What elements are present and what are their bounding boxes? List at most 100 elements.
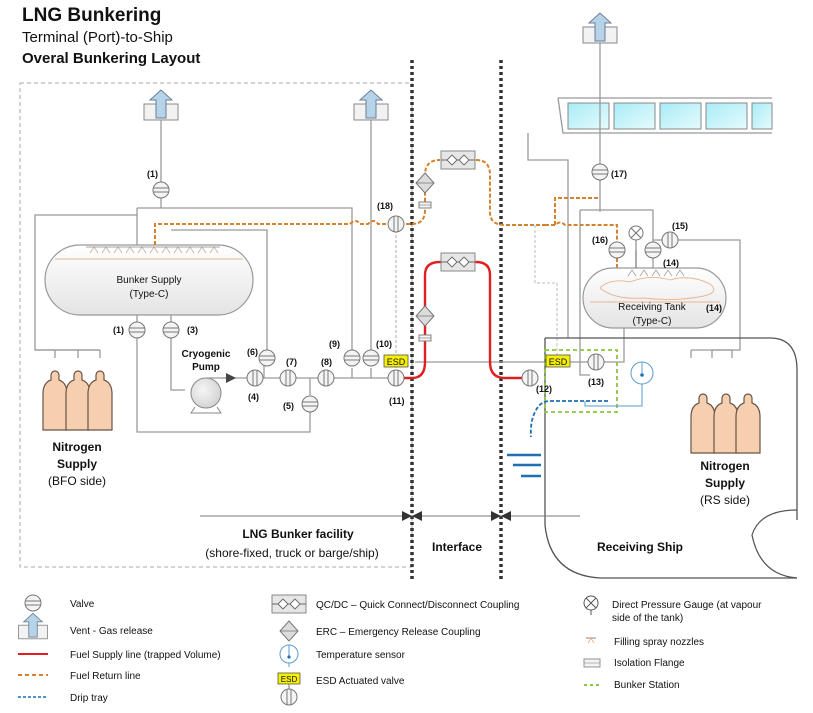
tag-4: (4) <box>248 392 259 402</box>
cryogenic-pump <box>190 373 236 414</box>
legend-label: ESD Actuated valve <box>316 676 405 687</box>
bunker-station-boundary <box>544 349 618 413</box>
nitrogen-rs-label: Nitrogen <box>700 459 749 473</box>
temperature-sensor-icon <box>279 644 299 667</box>
zone-facility-label: LNG Bunker facility <box>242 527 354 541</box>
erc-icon <box>415 172 435 194</box>
ship-bridge <box>557 97 773 134</box>
tag-11: (11) <box>389 396 405 406</box>
pressure-gauge-icon <box>583 595 599 615</box>
qcdc-coupling-icon <box>440 150 476 170</box>
tag-1-vent: (1) <box>147 169 158 179</box>
nitrogen-bfo-label-2: Supply <box>57 457 97 471</box>
legend: Valve Vent - Gas release Fuel Supply lin… <box>18 594 762 706</box>
legend-label: Bunker Station <box>614 680 680 691</box>
valve-1-vent <box>152 181 170 199</box>
valve-17 <box>591 163 609 181</box>
tag-12: (12) <box>536 384 552 394</box>
isolation-flange-icon <box>418 334 432 342</box>
facility-boundary <box>19 82 413 568</box>
legend-label: QC/DC – Quick Connect/Disconnect Couplin… <box>316 600 519 611</box>
diagram-title: LNG Bunkering <box>22 5 162 26</box>
legend-label: side of the tank) <box>612 613 683 624</box>
receiving-tank-tag: (14) <box>706 303 722 313</box>
temperature-sensor-icon <box>584 361 654 407</box>
drip-tray-overboard <box>507 453 541 478</box>
pump-label-2: Pump <box>192 362 220 373</box>
esd-badge-ship <box>545 354 571 368</box>
bunker-supply-tank: Bunker Supply (Type-C) <box>44 244 254 316</box>
diagram-subtitle: Terminal (Port)-to-Ship <box>22 29 173 46</box>
legend-label: Valve <box>70 599 95 610</box>
bunker-tank-label: Bunker Supply <box>116 275 181 286</box>
nitrogen-cylinders-rs <box>690 393 761 454</box>
isolation-flange-icon <box>418 201 432 209</box>
tag-14: (14) <box>663 258 679 268</box>
nitrogen-bfo-label-3: (BFO side) <box>48 474 106 488</box>
zone-interface-label: Interface <box>432 540 482 554</box>
valve-9 <box>343 349 361 367</box>
valve-13 <box>587 353 605 371</box>
valve-15 <box>661 231 679 249</box>
isolation-flange-icon <box>583 658 601 668</box>
valve-icon <box>24 594 42 612</box>
qcdc-coupling-icon <box>440 252 476 272</box>
valve-5 <box>301 395 319 413</box>
qcdc-coupling-icon <box>271 594 307 614</box>
vent-icon <box>18 612 48 640</box>
legend-label: Temperature sensor <box>316 650 406 661</box>
receiving-tank-type: (Type-C) <box>633 316 672 327</box>
tag-7: (7) <box>286 357 297 367</box>
diagram-subtitle-layout: Overal Bunkering Layout <box>22 50 201 67</box>
facility-pipework <box>34 120 545 433</box>
valve-7 <box>279 369 297 387</box>
nitrogen-bfo-label: Nitrogen <box>52 440 101 454</box>
pump-direction-arrow <box>226 373 236 383</box>
zone-ship-label: Receiving Ship <box>597 540 683 554</box>
fuel-return-line <box>154 159 441 245</box>
tag-13: (13) <box>588 377 604 387</box>
pressure-gauge-icon <box>628 225 644 268</box>
pump-label: Cryogenic <box>182 349 231 360</box>
tag-16: (16) <box>592 235 608 245</box>
legend-label: Filling spray nozzles <box>614 637 704 648</box>
valve-18 <box>387 215 405 233</box>
receiving-tank-label: Receiving Tank <box>618 302 687 313</box>
valve-14 <box>644 241 662 259</box>
tag-15: (15) <box>672 221 688 231</box>
ship-hull <box>544 337 798 579</box>
erc-icon <box>415 305 435 327</box>
legend-label: Direct Pressure Gauge (at vapour <box>612 600 762 611</box>
tag-3: (3) <box>187 325 198 335</box>
tag-8: (8) <box>321 357 332 367</box>
esd-badge <box>383 354 409 368</box>
receiving-tank: Receiving Tank (Type-C) (14) <box>582 267 727 329</box>
tag-1: (1) <box>113 325 124 335</box>
bunker-tank-type: (Type-C) <box>130 289 169 300</box>
esd-valve-icon: ESD <box>277 672 301 706</box>
tag-17: (17) <box>611 169 627 179</box>
legend-label: Vent - Gas release <box>70 626 153 637</box>
tag-6: (6) <box>247 347 258 357</box>
legend-label: Isolation Flange <box>614 658 685 669</box>
legend-label: Fuel Return line <box>70 671 141 682</box>
vent-icon <box>143 89 179 121</box>
valve-4 <box>246 369 264 387</box>
vent-icon <box>582 12 618 44</box>
tag-9: (9) <box>329 339 340 349</box>
esd-badge-legend: ESD <box>281 675 298 684</box>
legend-label: ERC – Emergency Release Coupling <box>316 627 481 638</box>
valve-6 <box>258 349 276 367</box>
esd-label: ESD <box>387 357 406 367</box>
nitrogen-cylinders-bfo <box>42 370 113 431</box>
esd-label-ship: ESD <box>549 357 568 367</box>
valve-16 <box>608 241 626 259</box>
spray-nozzle-icon <box>586 637 596 644</box>
zone-facility-sublabel: (shore-fixed, truck or barge/ship) <box>205 546 378 560</box>
drip-tray-line <box>529 400 608 438</box>
tag-5: (5) <box>283 401 294 411</box>
tag-18: (18) <box>377 201 393 211</box>
legend-label: Fuel Supply line (trapped Volume) <box>70 650 221 661</box>
nitrogen-rs-label-2: Supply <box>705 476 745 490</box>
